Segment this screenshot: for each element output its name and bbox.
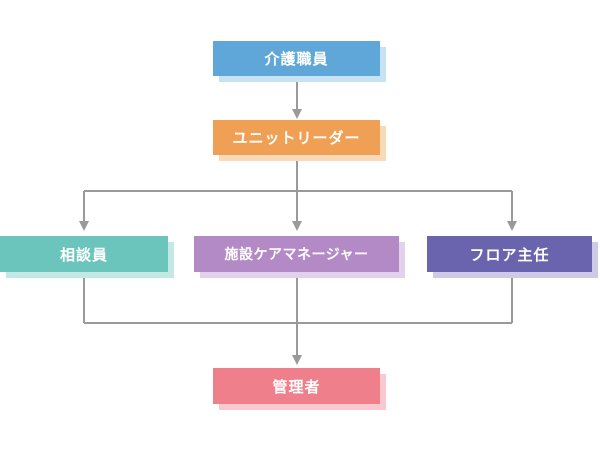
node-unit: ユニットリーダー [213, 120, 380, 155]
node-soudan: 相談員 [0, 236, 168, 272]
node-kaigo-label: 介護職員 [264, 50, 329, 68]
node-kanrisha-label: 管理者 [272, 377, 321, 396]
node-caremanager: 施設ケアマネージャー [194, 236, 399, 272]
node-kanrisha: 管理者 [213, 368, 380, 404]
node-soudan-label: 相談員 [59, 245, 108, 264]
node-floor: フロア主任 [427, 236, 592, 272]
node-floor-label: フロア主任 [469, 245, 550, 264]
node-caremanager-label: 施設ケアマネージャー [224, 247, 369, 263]
node-kaigo: 介護職員 [213, 41, 380, 76]
node-unit-label: ユニットリーダー [232, 129, 361, 147]
